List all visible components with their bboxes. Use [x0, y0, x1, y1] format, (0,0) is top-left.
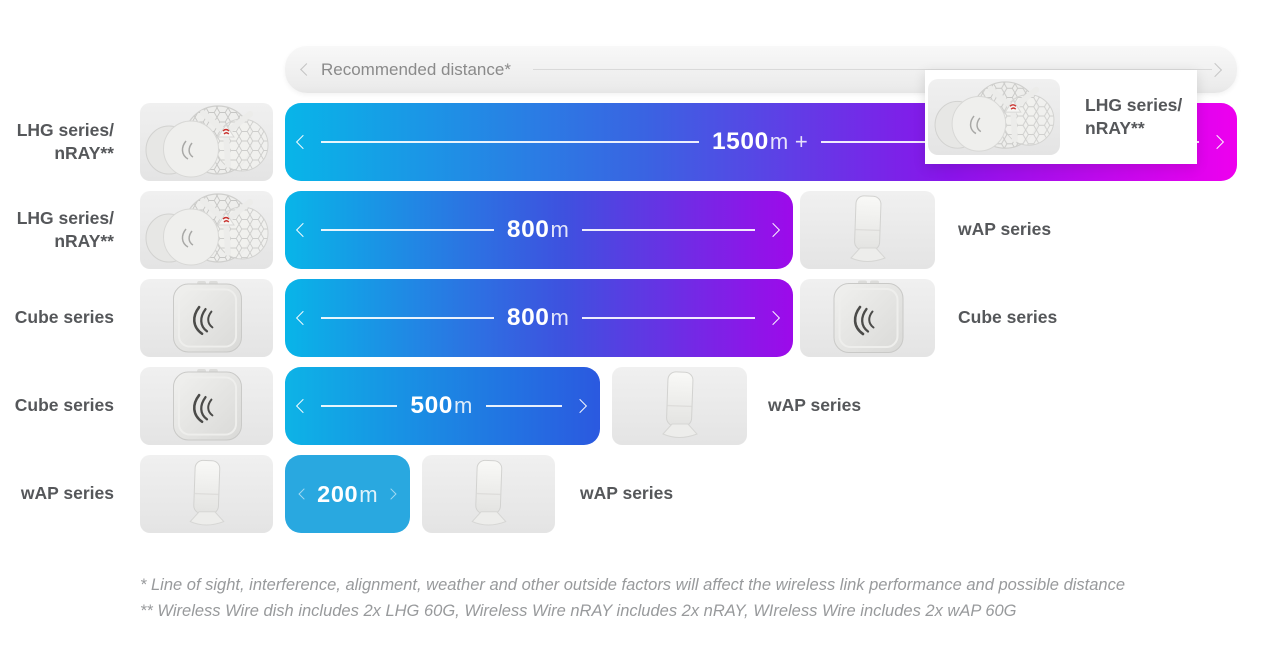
wap-device-icon [189, 459, 225, 526]
row1-right-product-card: LHG series/ nRAY** [925, 70, 1197, 164]
right-arrowhead-icon [765, 222, 781, 238]
row5-distance-bar: 200m [285, 455, 410, 533]
row3-right-label: Cube series [958, 307, 1058, 328]
cube-antenna-icon [833, 280, 904, 353]
right-arrowhead-icon [1209, 134, 1225, 150]
lhg-antenna-image [928, 79, 1060, 155]
cube-antenna-image [800, 279, 935, 357]
footnote-line-1: * Line of sight, interference, alignment… [140, 576, 1126, 594]
right-arrowhead-icon [765, 310, 781, 326]
arrow-right-icon [1207, 62, 1223, 77]
footnote-line-2: ** Wireless Wire dish includes 2x LHG 60… [140, 602, 1017, 620]
footnotes: * Line of sight, interference, alignment… [140, 572, 1125, 624]
row2-distance-label: 800m [506, 216, 570, 243]
row1-left-label: LHG series/ nRAY** [16, 119, 114, 163]
right-arrowhead-icon [572, 398, 588, 414]
header-arrow-line [532, 68, 1212, 71]
lhg-antenna-image [140, 191, 273, 269]
chevron-left-icon [300, 63, 313, 76]
lhg-antenna-icon [934, 81, 1055, 152]
row1-right-label: LHG series/ nRAY** [1085, 94, 1183, 138]
row3-distance-label: 800m [506, 304, 570, 331]
row4-right-label: wAP series [768, 395, 862, 416]
arrow-line [582, 229, 756, 231]
row5-distance-label: 200m [317, 480, 378, 507]
arrow-line [485, 405, 563, 407]
left-arrowhead-icon [295, 134, 311, 150]
row3-left-label: Cube series [14, 307, 114, 328]
lhg-antenna-icon [145, 105, 269, 178]
arrow-line [582, 317, 756, 319]
left-arrowhead-icon [295, 398, 311, 414]
wap-device-icon [850, 195, 886, 262]
left-arrowhead-icon [298, 488, 310, 500]
left-arrowhead-icon [295, 222, 311, 238]
right-arrowhead-icon [385, 488, 397, 500]
lhg-antenna-image [140, 103, 273, 181]
wap-device-image [800, 191, 935, 269]
cube-antenna-image [140, 367, 273, 445]
recommended-distance-header: Recommended distance* [285, 46, 1237, 93]
arrow-line [321, 317, 494, 319]
wap-device-image [140, 455, 273, 533]
row4-distance-label: 500m [410, 392, 473, 419]
row4-left-label: Cube series [14, 395, 114, 416]
row3-distance-bar: 800m [285, 279, 793, 357]
row2-left-label: LHG series/ nRAY** [16, 207, 114, 251]
row2-right-label: wAP series [958, 219, 1052, 240]
row4-distance-bar: 500m [285, 367, 600, 445]
cube-antenna-icon [173, 369, 242, 441]
wap-device-icon [662, 371, 698, 438]
left-arrowhead-icon [295, 310, 311, 326]
wap-device-icon [471, 459, 507, 526]
row1-distance-label: 1500m + [711, 128, 809, 155]
lhg-antenna-icon [145, 193, 269, 266]
arrow-line [321, 229, 494, 231]
wap-device-image [612, 367, 747, 445]
arrow-line [321, 405, 398, 407]
row5-left-label: wAP series [20, 483, 114, 504]
header-label: Recommended distance* [321, 59, 511, 79]
row5-right-label: wAP series [580, 483, 674, 504]
cube-antenna-image [140, 279, 273, 357]
row2-distance-bar: 800m [285, 191, 793, 269]
arrow-line [321, 141, 699, 143]
wap-device-image [422, 455, 555, 533]
cube-antenna-icon [173, 281, 242, 353]
